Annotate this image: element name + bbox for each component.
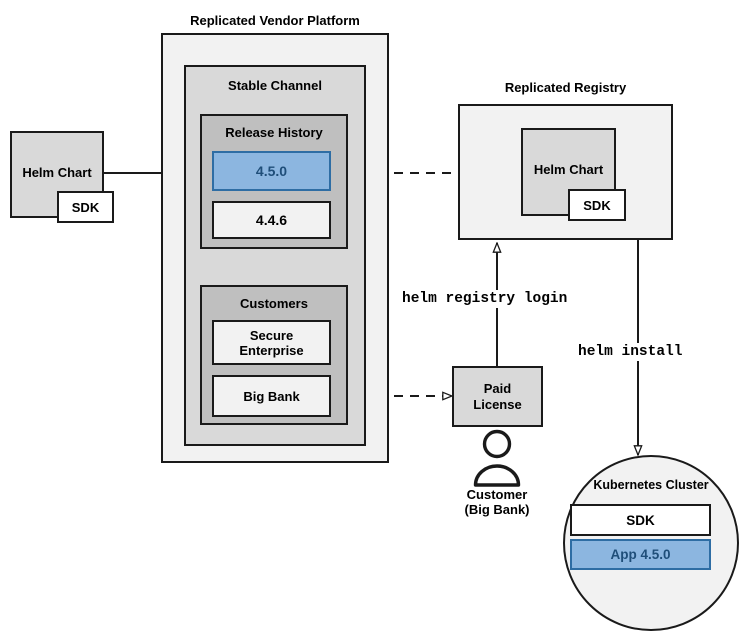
registry-title: Replicated Registry [504,80,627,95]
registry-helm-chart-label: Helm Chart [533,162,604,177]
customer-item-big-bank[interactable]: Big Bank [212,375,331,417]
customer-item-secure-enterprise-label: Secure Enterprise [239,327,304,358]
source-helm-chart-label: Helm Chart [22,165,92,180]
paid-license-box[interactable]: Paid License [452,366,543,427]
source-sdk-box[interactable]: SDK [57,191,114,223]
cluster-component-app-label: App 4.5.0 [610,547,671,562]
release-item-4-4-6-label: 4.4.6 [255,212,288,228]
vendor-platform-title: Replicated Vendor Platform [190,13,360,28]
cluster-component-sdk[interactable]: SDK [570,504,711,536]
source-sdk-label: SDK [71,199,100,215]
customer-item-big-bank-label: Big Bank [243,388,300,404]
helm-registry-login-label: helm registry login [399,290,571,308]
release-item-4-4-6[interactable]: 4.4.6 [212,201,331,239]
kubernetes-cluster-title: Kubernetes Cluster [593,478,709,492]
customer-item-secure-enterprise[interactable]: Secure Enterprise [212,320,331,365]
cluster-component-app[interactable]: App 4.5.0 [570,539,711,570]
customers-title: Customers [240,296,308,311]
release-item-4-5-0-label: 4.5.0 [255,163,288,179]
helm-install-label: helm install [575,343,686,361]
stable-channel-title: Stable Channel [228,78,322,93]
paid-license-label: Paid License [473,380,522,412]
registry-sdk-label: SDK [583,197,611,213]
cluster-component-sdk-label: SDK [626,512,655,528]
registry-sdk-box[interactable]: SDK [568,189,626,221]
release-item-4-5-0[interactable]: 4.5.0 [212,151,331,191]
release-history-title: Release History [225,125,323,140]
customer-actor-caption: Customer (Big Bank) [464,487,530,517]
